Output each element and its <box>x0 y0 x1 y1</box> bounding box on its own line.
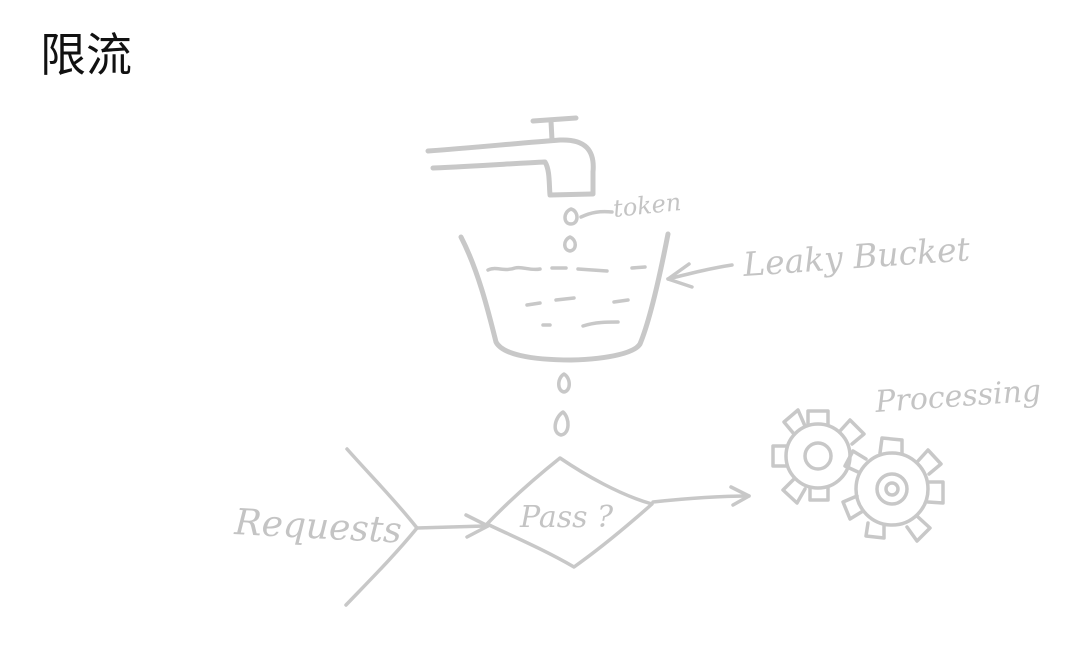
water-drop-icon <box>563 207 579 226</box>
faucet-icon <box>425 115 596 198</box>
requests-label: Requests <box>233 502 403 552</box>
decision-label: Pass ? <box>519 500 614 535</box>
water-drop-icon <box>557 372 571 394</box>
water-drop-icon <box>553 410 570 437</box>
arrow-icon <box>666 262 734 289</box>
bucket-icon <box>458 231 671 363</box>
arrow-icon <box>651 485 751 507</box>
water-drop-icon <box>563 235 577 253</box>
token-label: token <box>612 188 683 223</box>
page-title: 限流 <box>40 28 132 82</box>
processing-label: Processing <box>873 373 1042 420</box>
token-pointer-line <box>579 209 614 219</box>
gear-icon <box>841 436 945 543</box>
decision-diamond <box>485 456 654 569</box>
arrow-icon <box>415 513 490 539</box>
leaky-bucket-label: Leaky Bucket <box>741 229 972 284</box>
requests-funnel <box>344 447 419 607</box>
